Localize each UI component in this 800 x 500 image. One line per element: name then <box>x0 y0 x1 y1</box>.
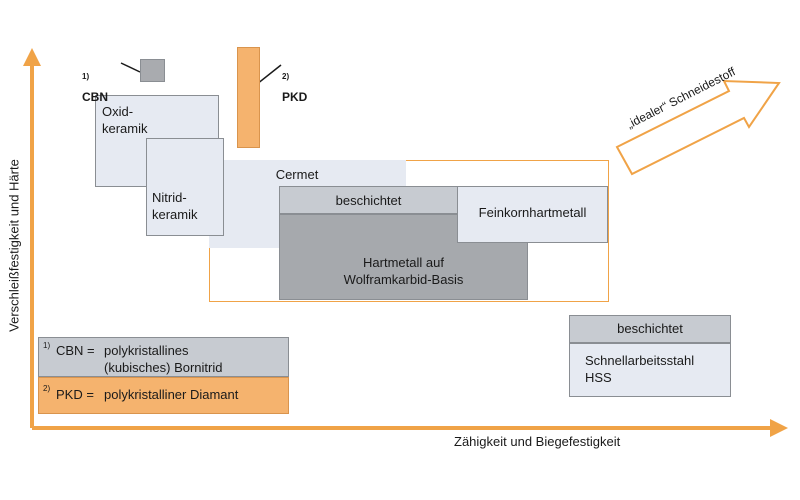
legend-pkd-key: PKD = <box>56 387 94 402</box>
legend-cbn-key: CBN = <box>56 343 95 358</box>
pkd-marker-box <box>237 47 260 148</box>
legend-pkd-sup: 2) <box>43 384 51 393</box>
legend-cbn-row <box>38 337 289 377</box>
pkd-marker-text: PKD <box>282 90 308 104</box>
hss-beschichtet-label: beschichtet <box>617 321 683 336</box>
cbn-marker-label: 1) CBN <box>82 55 108 106</box>
cbn-marker-box <box>140 59 165 82</box>
cbn-leader-line <box>120 62 141 73</box>
nitridkeramik-label: Nitrid- keramik <box>152 190 198 222</box>
cbn-marker-sup: 1) <box>82 72 90 81</box>
cbn-marker-text: CBN <box>82 90 108 104</box>
feinkorn-box <box>457 186 608 243</box>
hss-box <box>569 343 731 397</box>
x-axis-label: Zähigkeit und Biegefestigkeit <box>454 434 621 449</box>
hartmetall-label: Hartmetall auf Wolframkarbid-Basis <box>343 255 464 287</box>
x-axis-arrowhead <box>770 419 788 437</box>
ideal-arrow-shape <box>615 79 781 176</box>
hartmetall-beschichtet-box <box>279 186 458 214</box>
oxidkeramik-label: Oxid- keramik <box>102 104 148 136</box>
legend-cbn-desc: polykristallines (kubisches) Bornitrid <box>104 343 223 375</box>
legend-pkd-row <box>38 377 289 414</box>
y-axis-arrowhead <box>23 48 41 66</box>
hss-label: Schnellarbeitsstahl HSS <box>585 353 695 385</box>
hss-beschichtet-box <box>569 315 731 343</box>
cermet-label: Cermet <box>275 167 319 182</box>
legend-pkd-desc: polykristalliner Diamant <box>104 387 239 402</box>
pkd-marker-sup: 2) <box>282 72 290 81</box>
pkd-marker-label: 2) PKD <box>282 55 307 106</box>
feinkorn-label: Feinkornhartmetall <box>478 205 587 220</box>
hartmetall-beschichtet-label: beschichtet <box>335 193 402 208</box>
legend-cbn-sup: 1) <box>43 341 51 350</box>
y-axis-label: Verschleißfestigkeit und Härte <box>6 159 22 332</box>
nitridkeramik-box <box>146 138 224 236</box>
